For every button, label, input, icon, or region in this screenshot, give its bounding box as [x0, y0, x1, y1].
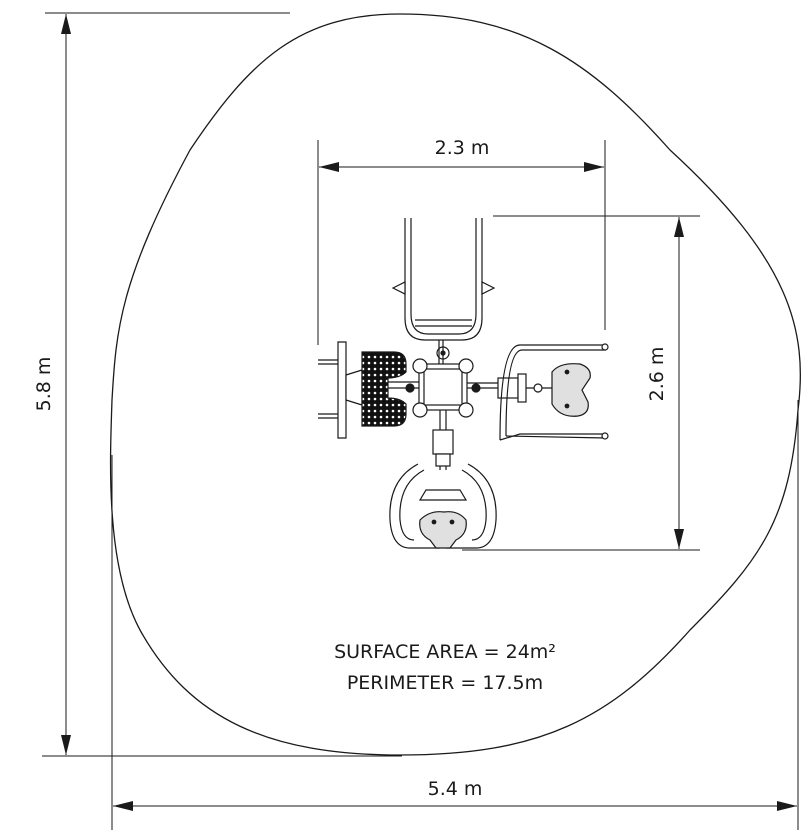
dimension-equipment-width: 2.3 m: [317, 137, 606, 345]
label-equipment-width: 2.3 m: [435, 137, 490, 159]
hub-bolt: [412, 358, 428, 374]
seat: [419, 511, 467, 549]
seat: [551, 363, 591, 417]
surface-area-label: SURFACE AREA = 24m²: [334, 641, 556, 663]
grip-plate: [361, 351, 407, 427]
hub-bolt: [458, 358, 474, 374]
arrow-bottom: [61, 735, 71, 755]
hub-bolt: [458, 402, 474, 418]
arrow-right: [584, 162, 604, 172]
hub-bolt: [412, 402, 428, 418]
central-hub: [418, 363, 468, 411]
safety-surface-outline: [109, 13, 801, 756]
dimension-overall-height: 5.8 m: [33, 12, 402, 757]
arrow-right: [777, 801, 797, 811]
label-overall-width: 5.4 m: [428, 778, 483, 800]
bottom-station-seat: [389, 410, 497, 549]
right-station-seat: [467, 343, 609, 441]
perimeter-label: PERIMETER = 17.5m: [347, 672, 543, 694]
dimension-overall-width: 5.4 m: [111, 400, 799, 830]
arrow-top: [674, 217, 684, 237]
arrow-top: [61, 14, 71, 34]
label-equipment-depth: 2.6 m: [646, 347, 668, 402]
label-overall-height: 5.8 m: [33, 357, 55, 412]
dimension-equipment-depth: 2.6 m: [462, 215, 700, 551]
arrow-bottom: [674, 529, 684, 549]
arrow-left: [319, 162, 339, 172]
fitness-equipment-plan: [318, 218, 609, 549]
arrow-left: [113, 801, 133, 811]
top-station-handles: [391, 218, 496, 364]
left-station-platform: [318, 341, 419, 439]
